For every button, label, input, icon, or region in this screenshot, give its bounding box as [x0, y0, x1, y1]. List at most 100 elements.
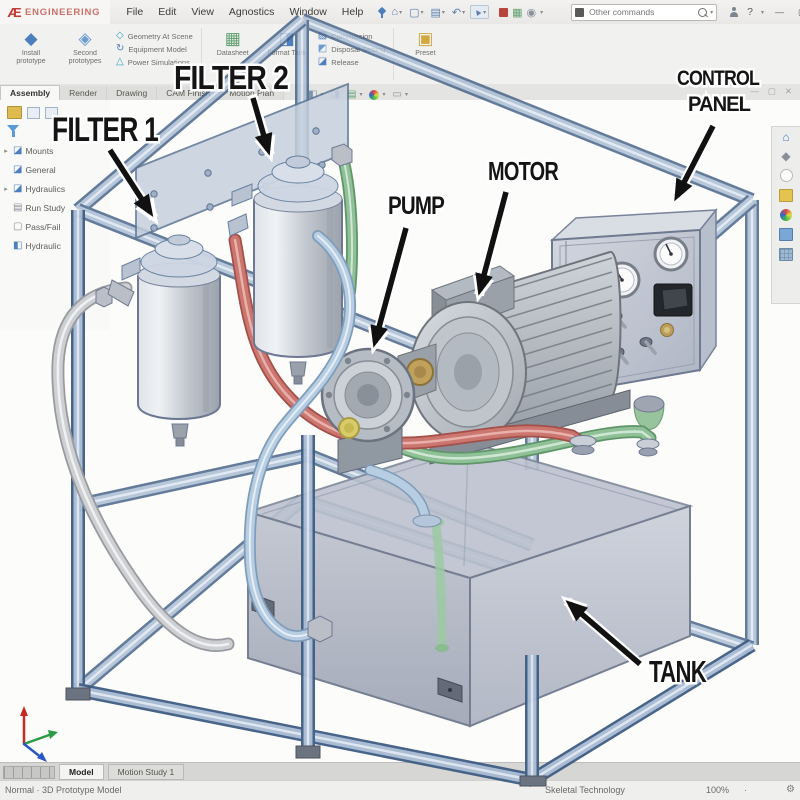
expand-caret-icon[interactable]: ▸ — [4, 147, 8, 155]
gear-icon[interactable]: ⚙ — [786, 784, 795, 795]
home-button[interactable]: ⌂▾ — [389, 5, 404, 19]
expand-caret-icon[interactable]: ▸ — [4, 185, 8, 193]
menu-file[interactable]: File — [126, 6, 144, 18]
tab-motion-plan[interactable]: Motion Plan — [220, 86, 285, 100]
view-orientation-icon[interactable]: ▤ — [347, 89, 357, 100]
stoplight-icon[interactable] — [499, 7, 509, 17]
maximize-button[interactable]: ▢ — [795, 7, 800, 18]
menu-window[interactable]: Window — [289, 6, 327, 18]
tree-item-general[interactable]: ◪ General — [13, 163, 56, 175]
datasheet-icon: ▦ — [224, 29, 241, 48]
tab-render[interactable]: Render — [60, 86, 108, 100]
heads-up-view-toolbar: ◧▾ ◨ ▤▾ ▾ ▭▾ — [308, 89, 408, 100]
task-pane-strip: ⌂ ◆ — [771, 126, 800, 304]
appearance-sphere-icon[interactable] — [369, 89, 380, 100]
frame-icon: ▢ — [13, 220, 23, 232]
doc-close-button[interactable]: ✕ — [784, 86, 792, 96]
doc-minimize-button[interactable]: — — [750, 86, 759, 96]
status-technology: Skeletal Technology — [545, 785, 625, 795]
minimize-button[interactable]: — — [774, 7, 784, 17]
command-tab-row: Assembly Render Drawing CAM Finish Motio… — [0, 84, 800, 100]
menu-agnostics[interactable]: Agnostics — [228, 6, 275, 18]
undo-button[interactable]: ↶▾ — [450, 5, 467, 20]
status-bar: Normal · 3D Prototype Model Skeletal Tec… — [0, 780, 800, 800]
section-view-icon[interactable]: ◨ — [330, 89, 340, 100]
tree-item-mounts[interactable]: ▸ ◪ Mounts — [0, 141, 110, 160]
titlebar-right-controls: ? ▾ — ▢ ✕ — [729, 6, 800, 18]
chevron-down-icon: ▾ — [399, 9, 403, 16]
new-document-button[interactable]: ▢▾ — [407, 5, 425, 20]
model-tab[interactable]: Model — [59, 764, 104, 780]
menu-view[interactable]: View — [191, 6, 214, 18]
sheet-icon: ▤ — [13, 201, 23, 213]
design-library-icon[interactable]: ◆ — [781, 149, 791, 163]
ribbon-group-prototype: ◆ Install prototype ◈ Second prototypes … — [0, 24, 201, 84]
search-input[interactable] — [587, 6, 696, 18]
equipment-icon: ↻ — [116, 43, 125, 54]
tree-item-pass-fail[interactable]: ▢ Pass/Fail — [13, 220, 61, 232]
user-account-icon[interactable] — [729, 7, 739, 17]
feature-manager-header — [0, 100, 110, 121]
help-button[interactable]: ? — [747, 6, 753, 18]
disposal-setting-button[interactable]: ◩Disposal Setting — [317, 43, 386, 54]
color-wheel-icon[interactable] — [780, 209, 792, 221]
home-icon: ⌂ — [391, 6, 399, 18]
release-button[interactable]: ◪Release — [317, 56, 359, 67]
panel-tab-icon[interactable] — [45, 106, 58, 119]
install-prototype-button[interactable]: ◆ Install prototype — [16, 29, 46, 66]
format-tank-button[interactable]: ◨ Format Tank — [267, 29, 307, 58]
power-simulations-button[interactable]: △Power Simulations — [116, 56, 190, 67]
file-explorer-icon[interactable] — [779, 169, 793, 182]
configuration-tab-bar: Model Motion Study 1 — [0, 762, 800, 781]
zoom-fit-icon[interactable]: ◧ — [308, 89, 318, 100]
menu-edit[interactable]: Edit — [158, 6, 177, 18]
second-prototypes-button[interactable]: ◈ Second prototypes — [68, 29, 102, 66]
motion-study-tab[interactable]: Motion Study 1 — [107, 764, 185, 780]
save-button[interactable]: ▤▾ — [429, 5, 447, 20]
part-cube-icon: ◪ — [13, 163, 23, 175]
part-cube-icon: ◪ — [13, 144, 23, 156]
tab-drawing[interactable]: Drawing — [107, 86, 158, 100]
commission-icon: ▨ — [317, 30, 328, 41]
undo-icon: ↶ — [451, 6, 462, 19]
appearances-icon[interactable] — [779, 189, 793, 202]
prototypes-icon: ◈ — [78, 29, 92, 48]
horizontal-scrollbar[interactable] — [3, 765, 55, 779]
preset-button[interactable]: ▣ Preset — [415, 29, 436, 58]
menu-help[interactable]: Help — [341, 6, 364, 18]
ribbon-group-preset: ▣ Preset — [394, 24, 456, 84]
tree-item-hydraulics[interactable]: ▸ ◪ Hydraulics — [0, 179, 110, 198]
assembly-doc-icon — [7, 106, 22, 119]
save-icon: ▤ — [430, 6, 441, 19]
scenes-icon[interactable] — [779, 228, 793, 241]
geometry-at-scene-button[interactable]: ◇Geometry At Scene — [116, 30, 193, 41]
new-document-icon: ▢ — [409, 6, 420, 19]
home-icon[interactable]: ⌂ — [782, 130, 790, 144]
status-dot: · — [744, 785, 747, 795]
equipment-model-button[interactable]: ↻Equipment Model — [116, 43, 187, 54]
tab-assembly[interactable]: Assembly — [0, 85, 61, 100]
app-logo: Æ ENGINEERING — [0, 0, 111, 24]
commission-button[interactable]: ▨Commission — [317, 30, 373, 41]
format-tank-icon: ◨ — [278, 29, 295, 48]
search-icon[interactable] — [698, 7, 708, 17]
panel-tab-icon[interactable] — [27, 106, 40, 119]
select-tool-button[interactable]: ▲▾ — [470, 5, 490, 19]
sphere-display-icon[interactable]: ◉ — [526, 6, 537, 19]
chevron-down-icon: ▾ — [441, 9, 445, 16]
app-logo-icon: Æ — [7, 4, 22, 20]
chevron-down-icon: ▾ — [760, 9, 764, 16]
chevron-down-icon: ▾ — [540, 9, 544, 16]
doc-restore-button[interactable]: ▢ — [767, 86, 776, 96]
tab-cam-finish[interactable]: CAM Finish — [157, 86, 221, 100]
chevron-down-icon: ▾ — [320, 92, 324, 98]
tree-item-run-study[interactable]: ▤ Run Study — [13, 201, 66, 213]
simulation-icon: △ — [116, 56, 124, 67]
display-style-icon[interactable]: ▭ — [392, 89, 402, 100]
filter-funnel-icon[interactable] — [7, 124, 20, 137]
tree-item-hydraulic[interactable]: ◧ Hydraulic — [13, 239, 61, 251]
grid-display-icon[interactable]: ▦ — [512, 6, 523, 19]
datasheet-button[interactable]: ▦ Datasheet — [216, 29, 249, 58]
graphics-viewport[interactable] — [0, 100, 800, 762]
custom-properties-icon[interactable] — [779, 248, 793, 261]
